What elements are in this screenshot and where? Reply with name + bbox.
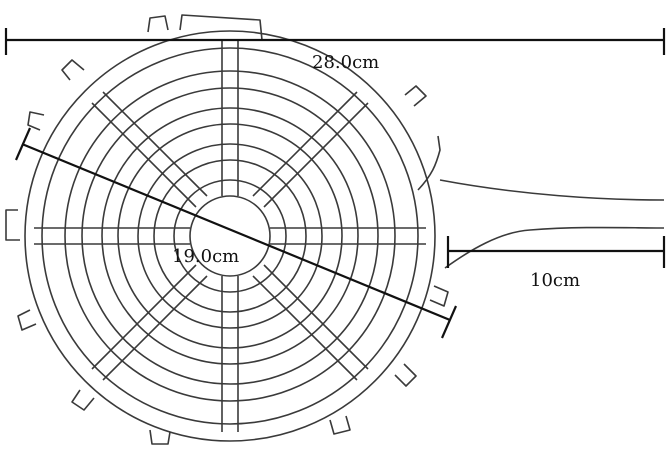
overall-length-label: 28.0cm [312,52,379,73]
handle [417,135,665,269]
handle-length-dimension [446,236,666,268]
outer-rim [24,30,436,442]
handle-length-label: 10cm [530,270,580,291]
radial-spokes [34,40,426,432]
overall-length-dimension [4,28,666,55]
concentric-rings [64,70,396,402]
rim-tabs [5,14,449,445]
diameter-label: 19.0cm [172,246,239,267]
diameter-dimension [14,127,458,339]
